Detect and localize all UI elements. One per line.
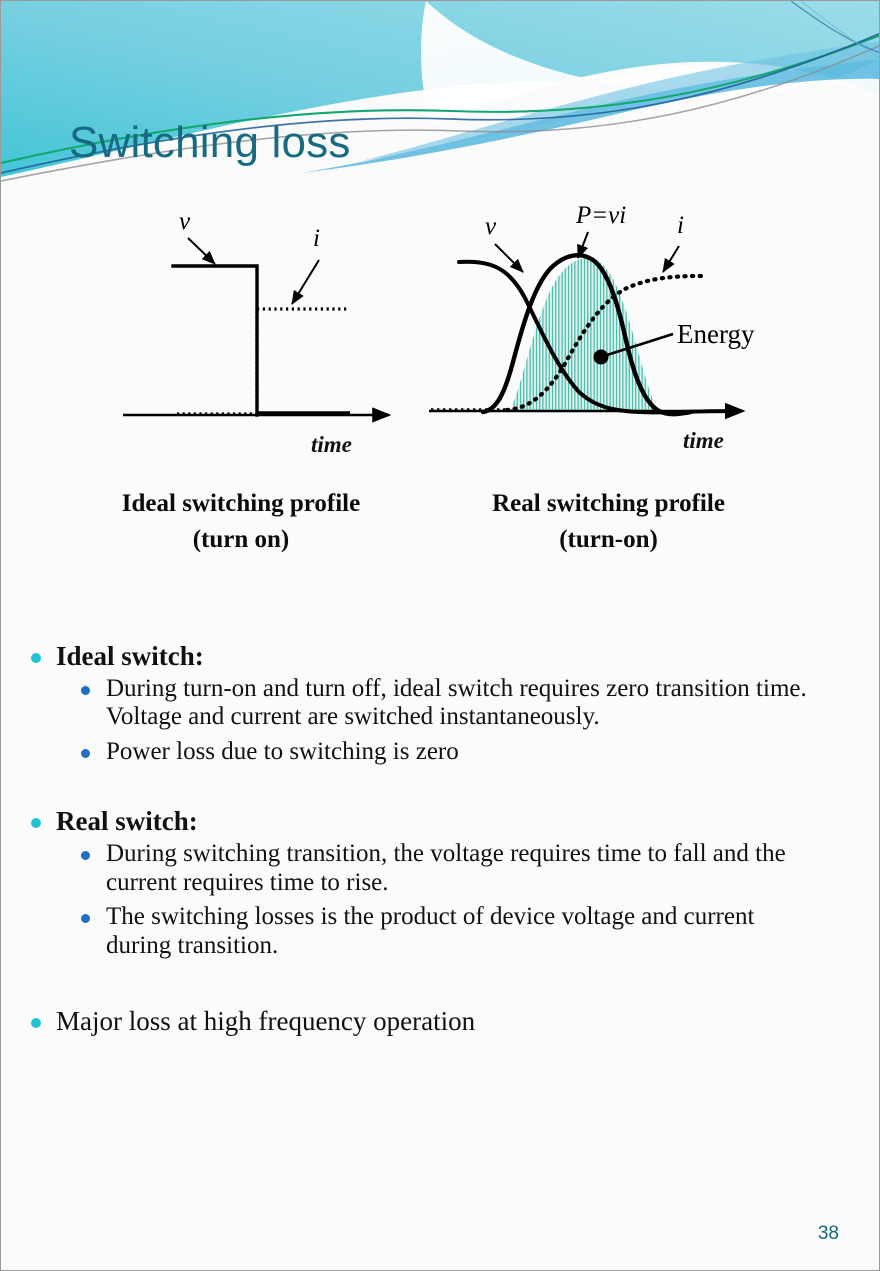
bullet-marker-level2 bbox=[81, 748, 90, 758]
bullet-marker-level2 bbox=[81, 851, 90, 861]
real-power-curve bbox=[480, 253, 694, 417]
list-item: The switching losses is the product of d… bbox=[1, 903, 879, 960]
page-number: 38 bbox=[817, 1223, 839, 1244]
content-group-real-switch: Real switch: During switching transition… bbox=[1, 806, 879, 960]
real-time-axis-label: time bbox=[683, 428, 724, 453]
energy-callout-dot bbox=[593, 349, 609, 365]
ideal-current-label: i bbox=[313, 225, 320, 252]
bullet-marker-level1 bbox=[31, 1018, 41, 1029]
caption-ideal-line2: (turn on) bbox=[192, 525, 290, 553]
list-item-text: Major loss at high frequency operation bbox=[56, 1006, 476, 1037]
list-item: Power loss due to switching is zero bbox=[1, 737, 879, 767]
real-switching-diagram: v P=vi i Energy time bbox=[429, 202, 755, 453]
list-item-major-loss: Major loss at high frequency operation bbox=[1, 1006, 879, 1038]
caption-real-line2: (turn-on) bbox=[559, 525, 658, 553]
caption-real-line1: Real switching profile bbox=[492, 490, 725, 517]
list-item-text: During switching transition, the voltage… bbox=[106, 840, 786, 896]
content-group-ideal-switch: Ideal switch: During turn-on and turn of… bbox=[1, 641, 879, 767]
figure-area: v i time bbox=[1, 196, 879, 471]
real-power-label: P=vi bbox=[575, 202, 626, 229]
ideal-switching-diagram: v i time bbox=[123, 208, 392, 457]
spacer bbox=[1, 966, 879, 1006]
list-item: During turn-on and turn off, ideal switc… bbox=[1, 674, 879, 732]
ideal-voltage-label: v bbox=[179, 208, 191, 235]
header-decoration bbox=[1, 1, 879, 191]
bullet-marker-level1 bbox=[31, 818, 41, 829]
real-current-label: i bbox=[677, 212, 684, 239]
list-item: During switching transition, the voltage… bbox=[1, 840, 879, 897]
heading-text: Real switch: bbox=[56, 806, 198, 837]
page-title: Switching loss bbox=[69, 118, 351, 167]
real-energy-label: Energy bbox=[677, 319, 755, 349]
list-item-text: During turn-on and turn off, ideal switc… bbox=[106, 674, 807, 731]
content-list: Ideal switch: During turn-on and turn of… bbox=[1, 641, 879, 1040]
header-wave-graphic bbox=[1, 1, 879, 191]
bullet-marker-level1 bbox=[31, 653, 41, 663]
figure-captions: Ideal switching profile (turn on) Real s… bbox=[1, 486, 879, 566]
caption-ideal: Ideal switching profile (turn on) bbox=[56, 486, 426, 557]
bullet-marker-level2 bbox=[81, 914, 90, 924]
energy-shaded-region bbox=[510, 257, 657, 411]
real-current-curve bbox=[504, 273, 704, 413]
list-item-text: The switching losses is the product of d… bbox=[106, 903, 755, 959]
real-voltage-label: v bbox=[485, 213, 497, 240]
caption-real: Real switching profile (turn-on) bbox=[431, 486, 786, 557]
heading-text: Ideal switch: bbox=[56, 641, 204, 671]
list-item-heading-real-switch: Real switch: bbox=[1, 806, 879, 838]
ideal-time-axis-label: time bbox=[311, 432, 352, 457]
list-item-heading-ideal-switch: Ideal switch: bbox=[1, 641, 879, 673]
switching-waveform-figures: v i time bbox=[123, 202, 755, 457]
list-item-text: Power loss due to switching is zero bbox=[106, 737, 459, 765]
bullet-marker-level2 bbox=[81, 685, 90, 695]
spacer bbox=[1, 772, 879, 806]
caption-ideal-line1: Ideal switching profile bbox=[121, 490, 361, 517]
